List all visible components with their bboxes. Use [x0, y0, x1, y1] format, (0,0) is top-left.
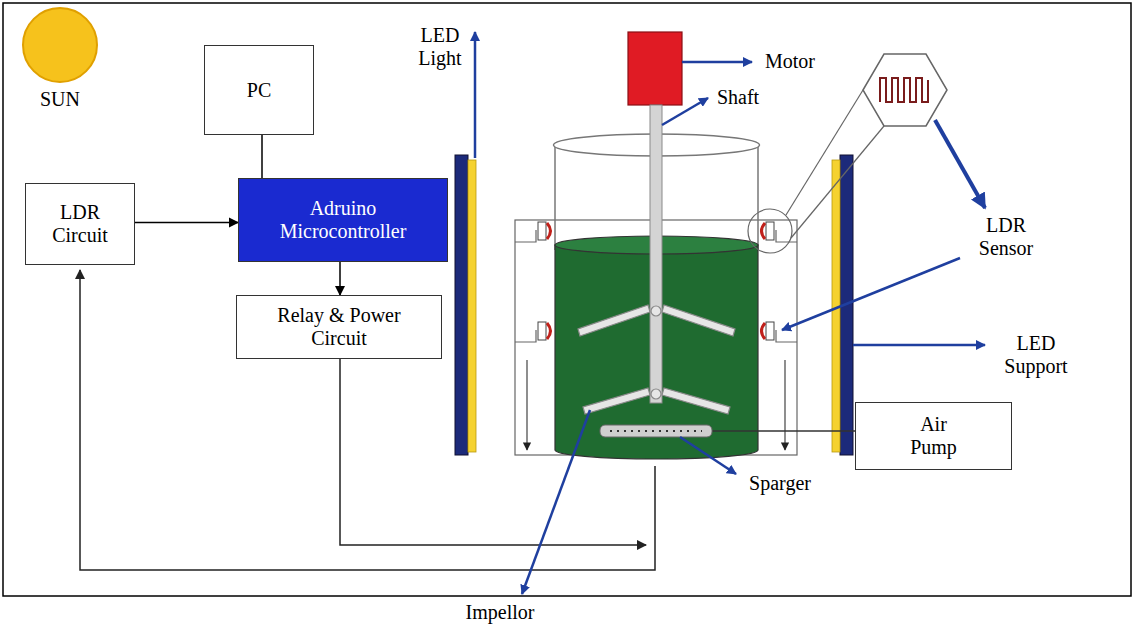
- zoom-callout: [880, 78, 928, 102]
- led-support: [468, 160, 476, 452]
- signal-connector: [339, 262, 341, 295]
- impeller: [651, 389, 661, 399]
- zoom-callout: [863, 54, 947, 126]
- led-support: [455, 155, 468, 455]
- beaker: [554, 145, 556, 250]
- sensor-frame: [515, 330, 536, 342]
- ldr-sensor-symbol: [538, 222, 546, 240]
- part-label: LED Support: [991, 332, 1081, 378]
- ldr-sensor-symbol: [762, 223, 766, 239]
- part-label: Motor: [758, 50, 822, 73]
- sun-symbol: [23, 8, 97, 82]
- part-label: LDR Sensor: [967, 214, 1045, 260]
- part-label: Impellor: [455, 601, 545, 624]
- ldr-sensor-symbol: [762, 323, 766, 339]
- leader-arrow: [475, 32, 985, 594]
- impeller: [578, 305, 735, 414]
- box-text: Relay & Power Circuit: [262, 304, 416, 350]
- zoom-callout: [748, 209, 792, 253]
- leader-arrow: [680, 437, 736, 474]
- zoom-callout: [786, 90, 863, 215]
- sensor-frame: [776, 330, 797, 342]
- beaker: [757, 145, 759, 250]
- shaft: [650, 105, 662, 403]
- leader-arrow: [522, 410, 590, 594]
- sun-symbol: [23, 8, 97, 82]
- zoom-callout: [791, 126, 884, 238]
- part-label: LED Light: [412, 24, 468, 70]
- sensor-frame: [515, 230, 536, 242]
- pump-box: Air Pump: [855, 402, 1012, 470]
- air-line: [712, 430, 855, 432]
- impeller: [583, 388, 650, 414]
- sensor-circuit-box: LDR Circuit: [25, 183, 135, 265]
- signal-connector: [135, 222, 238, 224]
- leader-arrow: [474, 32, 477, 158]
- sensor-frame: [776, 230, 797, 242]
- leader-arrow: [935, 120, 985, 208]
- leader-arrow: [682, 61, 752, 64]
- leader-arrow: [662, 98, 708, 125]
- box-text: LDR Circuit: [44, 201, 116, 247]
- ldr-sensor-symbol: [766, 322, 774, 340]
- computer-box: PC: [204, 45, 314, 135]
- relay-box: Relay & Power Circuit: [236, 295, 442, 359]
- leader-arrow: [853, 344, 985, 347]
- sensor-frame: [784, 360, 785, 450]
- impeller: [651, 306, 661, 316]
- microcontroller-box: Adruino Microcontroller: [238, 178, 448, 262]
- sun-label: SUN: [25, 88, 95, 111]
- zoom-callout: [748, 54, 947, 253]
- sparger: [600, 425, 712, 437]
- air-line: [712, 431, 855, 432]
- ldr-sensor-symbol: [766, 222, 774, 240]
- ldr-sensor-symbol: [547, 223, 551, 239]
- box-text: PC: [247, 79, 271, 102]
- figure-frame: [3, 3, 1131, 596]
- leader-arrow: [782, 258, 960, 330]
- motor: [628, 32, 682, 105]
- box-text: Adruino Microcontroller: [269, 197, 417, 243]
- impeller: [662, 305, 735, 336]
- box-text: Air Pump: [901, 413, 966, 459]
- ldr-sensor-symbol: [547, 323, 551, 339]
- impeller: [578, 305, 650, 336]
- signal-connector: [261, 135, 263, 178]
- sparger: [600, 425, 712, 437]
- shaft: [650, 105, 662, 403]
- sparger: [610, 430, 702, 432]
- part-label: Shaft: [708, 86, 768, 109]
- ldr-sensor-symbol: [538, 322, 546, 340]
- part-label: Sparger: [742, 472, 818, 495]
- motor: [628, 32, 682, 105]
- sensor-frame: [526, 360, 527, 450]
- impeller: [662, 388, 730, 414]
